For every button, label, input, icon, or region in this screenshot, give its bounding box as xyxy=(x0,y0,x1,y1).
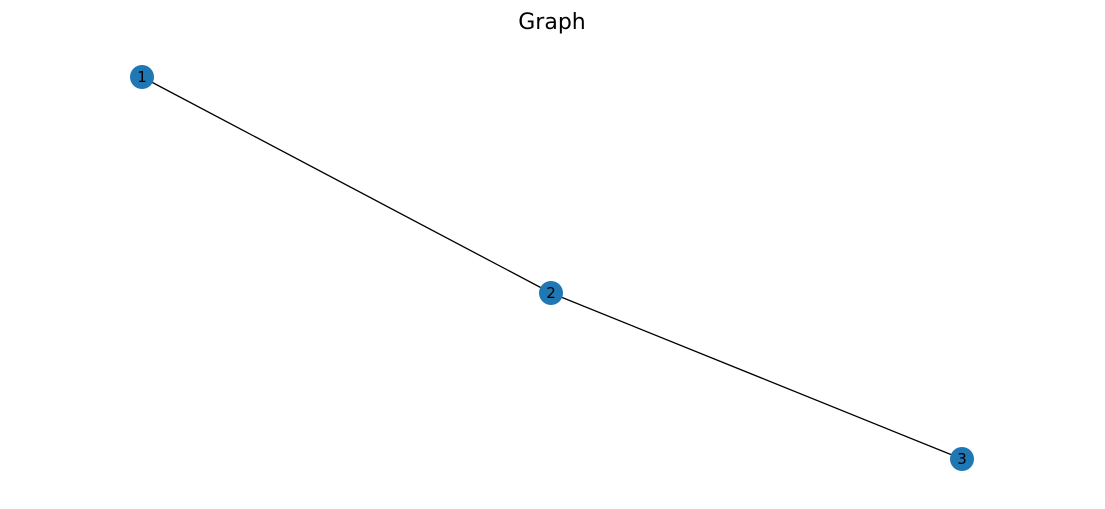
node-1: 1 xyxy=(130,65,154,89)
nodes-layer: 1 2 3 xyxy=(130,65,974,471)
edge-1-2 xyxy=(141,76,552,294)
node-circle xyxy=(539,281,563,305)
node-label: 3 xyxy=(957,450,967,468)
node-label: 2 xyxy=(546,284,556,302)
node-2: 2 xyxy=(539,281,563,305)
node-3: 3 xyxy=(950,447,974,471)
edges-layer xyxy=(141,76,963,460)
node-label: 1 xyxy=(137,68,147,86)
node-circle xyxy=(130,65,154,89)
edge-2-3 xyxy=(550,292,963,460)
graph-title: Graph xyxy=(518,10,585,35)
node-circle xyxy=(950,447,974,471)
